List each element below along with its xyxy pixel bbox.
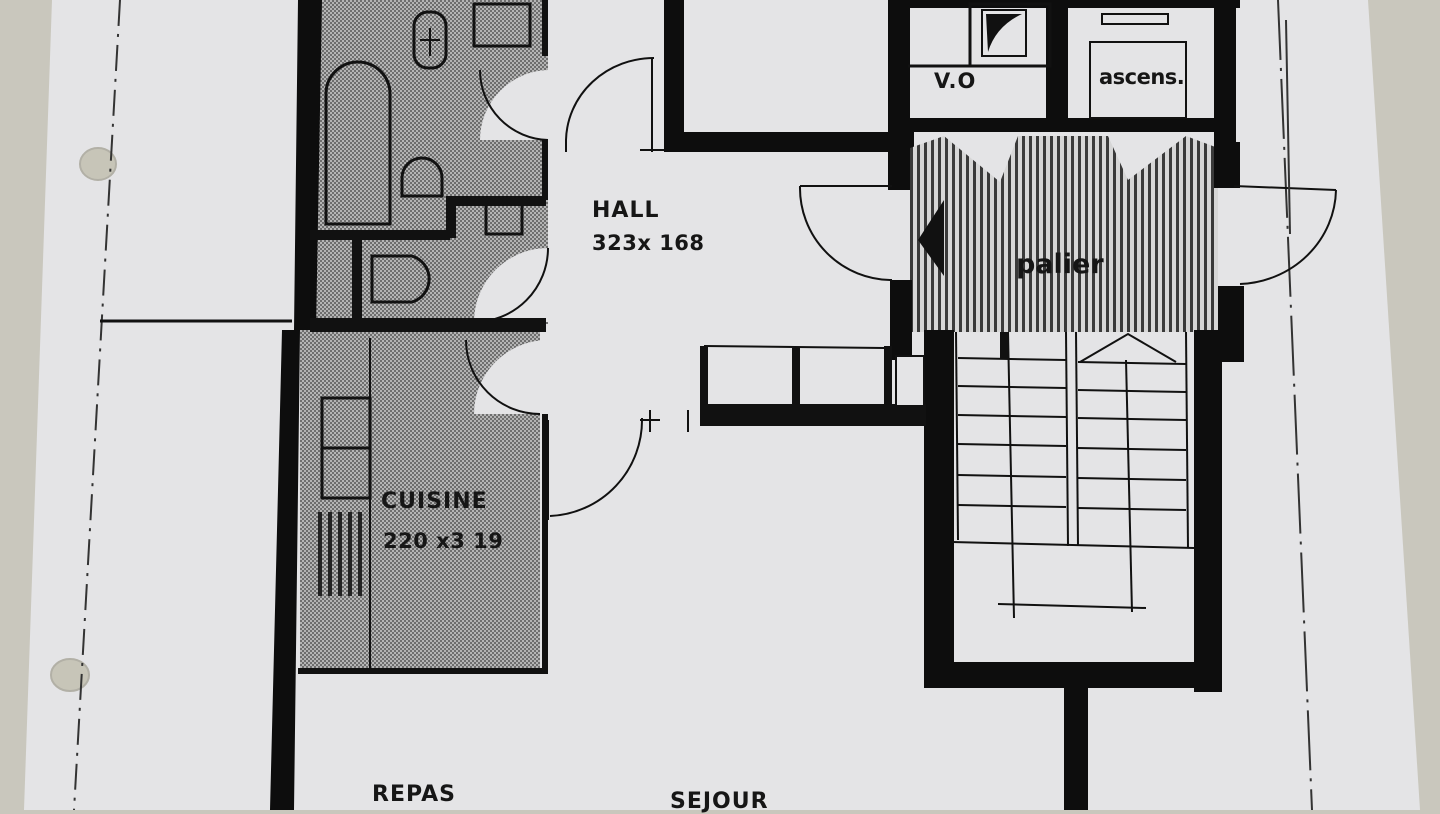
bathtub [324,60,392,226]
room-label-vo: V.O [934,69,977,93]
room-label-repas: REPAS [372,782,456,807]
kitchen-stove [318,512,362,596]
wall-left [270,0,322,810]
hall-cupboards [700,345,926,426]
bidet [412,10,448,70]
toilet-bath [400,156,444,198]
washbasin [472,2,532,48]
room-dimensions-hall: 323x 168 [592,231,705,255]
wall-sejour-divider [1064,684,1088,810]
room-label-ascenseur: ascens. [1099,65,1185,89]
punch-hole-top [79,147,117,181]
punch-hole-bottom [50,658,90,692]
room-label-sejour: SEJOUR [670,789,769,814]
cabinet [484,200,524,236]
toilet-wc [370,254,431,304]
palier-arrow-icon [918,200,944,276]
room-label-hall: HALL [592,198,660,223]
axis-line-right [1277,0,1313,811]
staircase [951,331,1195,619]
palier-landing [910,136,1218,332]
room-label-palier: palier [1016,249,1104,280]
axis-line-left [73,0,121,811]
room-label-cuisine: CUISINE [381,489,488,514]
room-dimensions-cuisine: 220 x3 19 [383,529,504,553]
